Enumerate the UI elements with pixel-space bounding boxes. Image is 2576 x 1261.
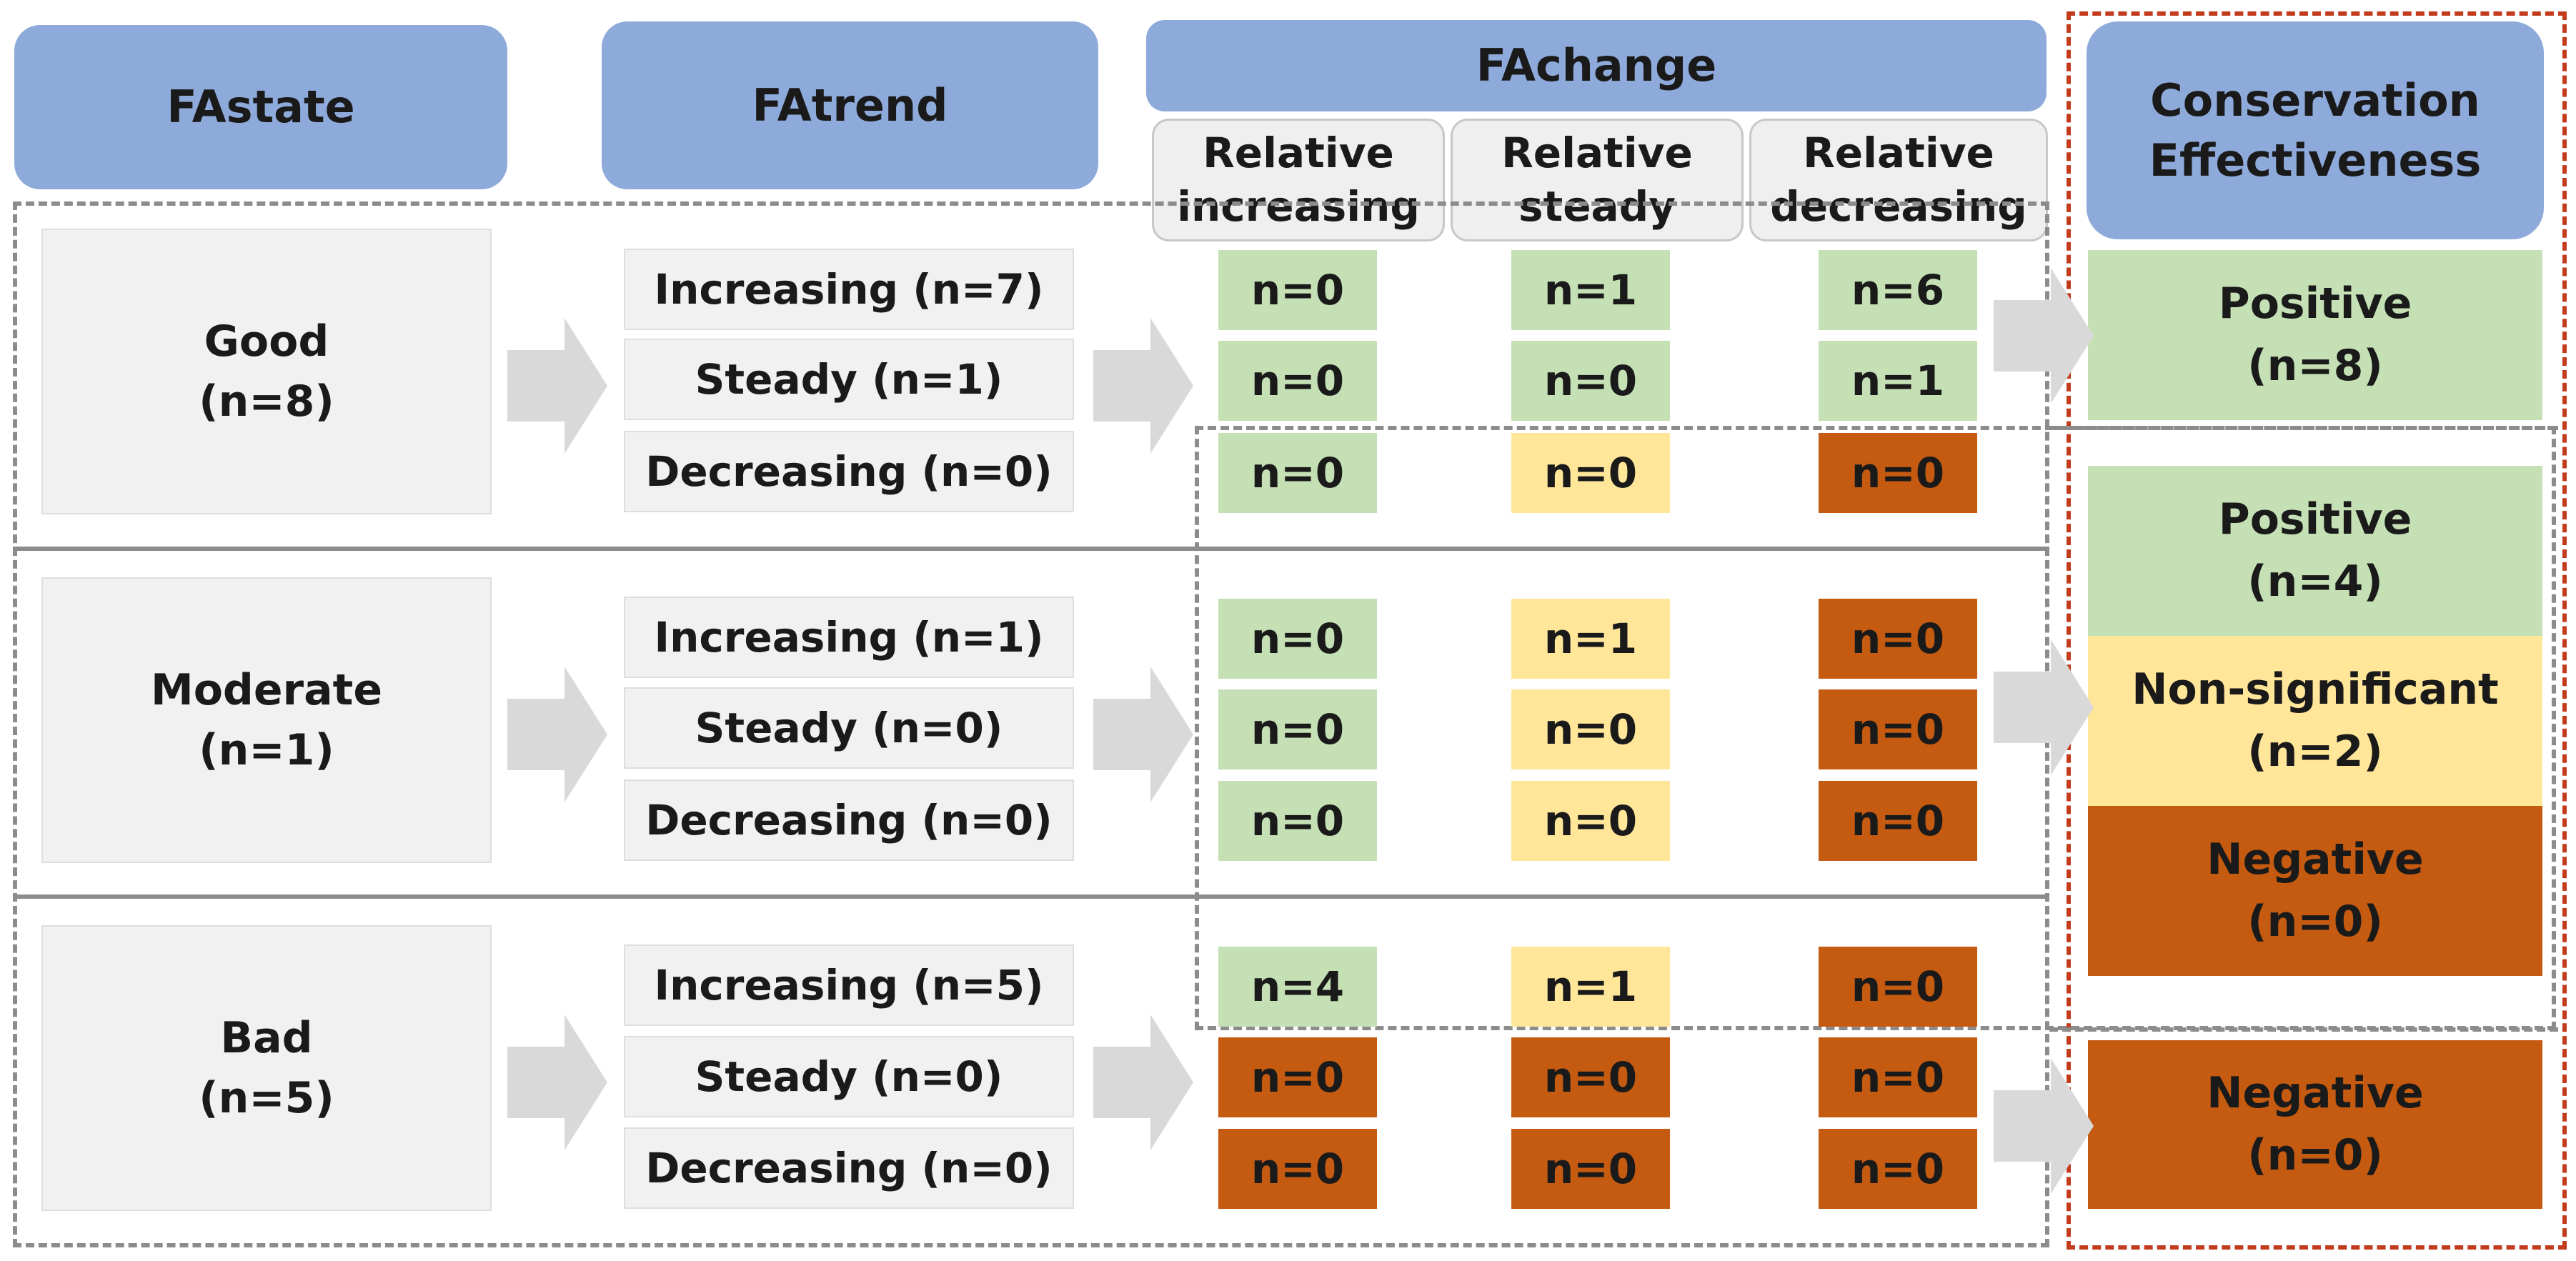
arrow-right-icon xyxy=(1093,667,1193,802)
subheader-relative-decreasing: Relative decreasing xyxy=(1749,119,2048,241)
state-bad: Bad (n=5) xyxy=(41,925,492,1211)
trend-good-decreasing: Decreasing (n=0) xyxy=(624,431,1074,512)
change-bad-steady-relsteady: n=0 xyxy=(1511,1037,1670,1117)
change-moderate-steady-relsteady: n=0 xyxy=(1511,689,1670,769)
trend-good-steady: Steady (n=1) xyxy=(624,339,1074,420)
group-outline-moderate-effect xyxy=(1195,426,2556,1030)
arrow-right-icon xyxy=(507,667,607,802)
effectiveness-separator-bottom xyxy=(2049,1027,2558,1032)
arrow-right-icon xyxy=(507,1015,607,1150)
change-bad-increasing-relsteady: n=1 xyxy=(1511,947,1670,1027)
arrow-right-icon xyxy=(1994,1058,2094,1194)
arrow-right-icon xyxy=(1994,639,2094,775)
change-moderate-increasing-reldec: n=0 xyxy=(1819,599,1977,679)
subheader-relative-steady: Relative steady xyxy=(1451,119,1744,241)
row-separator-2 xyxy=(13,894,2049,899)
change-bad-increasing-reldec: n=0 xyxy=(1819,947,1977,1027)
change-good-decreasing-relinc: n=0 xyxy=(1218,433,1377,513)
arrow-right-icon xyxy=(1994,268,2094,404)
state-moderate: Moderate (n=1) xyxy=(41,577,492,863)
effectiveness-column-outline xyxy=(2067,11,2567,1250)
trend-moderate-increasing: Increasing (n=1) xyxy=(624,597,1074,678)
trend-good-increasing: Increasing (n=7) xyxy=(624,249,1074,330)
change-good-decreasing-relsteady: n=0 xyxy=(1511,433,1670,513)
header-conservation-effectiveness: Conservation Effectiveness xyxy=(2087,21,2544,239)
arrow-right-icon xyxy=(507,318,607,454)
change-moderate-decreasing-reldec: n=0 xyxy=(1819,781,1977,861)
trend-bad-increasing: Increasing (n=5) xyxy=(624,944,1074,1026)
change-good-increasing-reldec: n=6 xyxy=(1819,250,1977,330)
change-good-steady-reldec: n=1 xyxy=(1819,341,1977,421)
effectiveness-separator-top xyxy=(2049,426,2558,430)
change-moderate-steady-reldec: n=0 xyxy=(1819,689,1977,769)
trend-bad-steady: Steady (n=0) xyxy=(624,1036,1074,1117)
subheader-relative-increasing: Relative increasing xyxy=(1152,119,1445,241)
change-moderate-decreasing-relsteady: n=0 xyxy=(1511,781,1670,861)
arrow-right-icon xyxy=(1093,1015,1193,1150)
effect-negative-moderate: Negative (n=0) xyxy=(2088,806,2542,976)
row-separator-1 xyxy=(13,547,2049,551)
trend-bad-decreasing: Decreasing (n=0) xyxy=(624,1127,1074,1209)
change-good-decreasing-reldec: n=0 xyxy=(1819,433,1977,513)
change-moderate-steady-relinc: n=0 xyxy=(1218,689,1377,769)
effect-negative-bad: Negative (n=0) xyxy=(2088,1040,2542,1209)
effect-nonsignificant: Non-significant (n=2) xyxy=(2088,636,2542,806)
change-bad-decreasing-relsteady: n=0 xyxy=(1511,1129,1670,1209)
change-good-increasing-relsteady: n=1 xyxy=(1511,250,1670,330)
change-bad-steady-relinc: n=0 xyxy=(1218,1037,1377,1117)
change-moderate-decreasing-relinc: n=0 xyxy=(1218,781,1377,861)
change-good-increasing-relinc: n=0 xyxy=(1218,250,1377,330)
effect-positive-good: Positive (n=8) xyxy=(2088,250,2542,420)
arrow-right-icon xyxy=(1093,318,1193,454)
change-bad-steady-reldec: n=0 xyxy=(1819,1037,1977,1117)
change-bad-decreasing-relinc: n=0 xyxy=(1218,1129,1377,1209)
state-good: Good (n=8) xyxy=(41,229,492,514)
change-moderate-increasing-relinc: n=0 xyxy=(1218,599,1377,679)
header-fastate: FAstate xyxy=(14,25,507,189)
change-bad-increasing-relinc: n=4 xyxy=(1218,947,1377,1027)
effect-positive-moderate: Positive (n=4) xyxy=(2088,466,2542,636)
change-good-steady-relinc: n=0 xyxy=(1218,341,1377,421)
header-fachange: FAchange xyxy=(1146,20,2047,111)
header-fatrend: FAtrend xyxy=(602,21,1098,189)
trend-moderate-decreasing: Decreasing (n=0) xyxy=(624,779,1074,861)
change-bad-decreasing-reldec: n=0 xyxy=(1819,1129,1977,1209)
change-moderate-increasing-relsteady: n=1 xyxy=(1511,599,1670,679)
trend-moderate-steady: Steady (n=0) xyxy=(624,687,1074,769)
change-good-steady-relsteady: n=0 xyxy=(1511,341,1670,421)
